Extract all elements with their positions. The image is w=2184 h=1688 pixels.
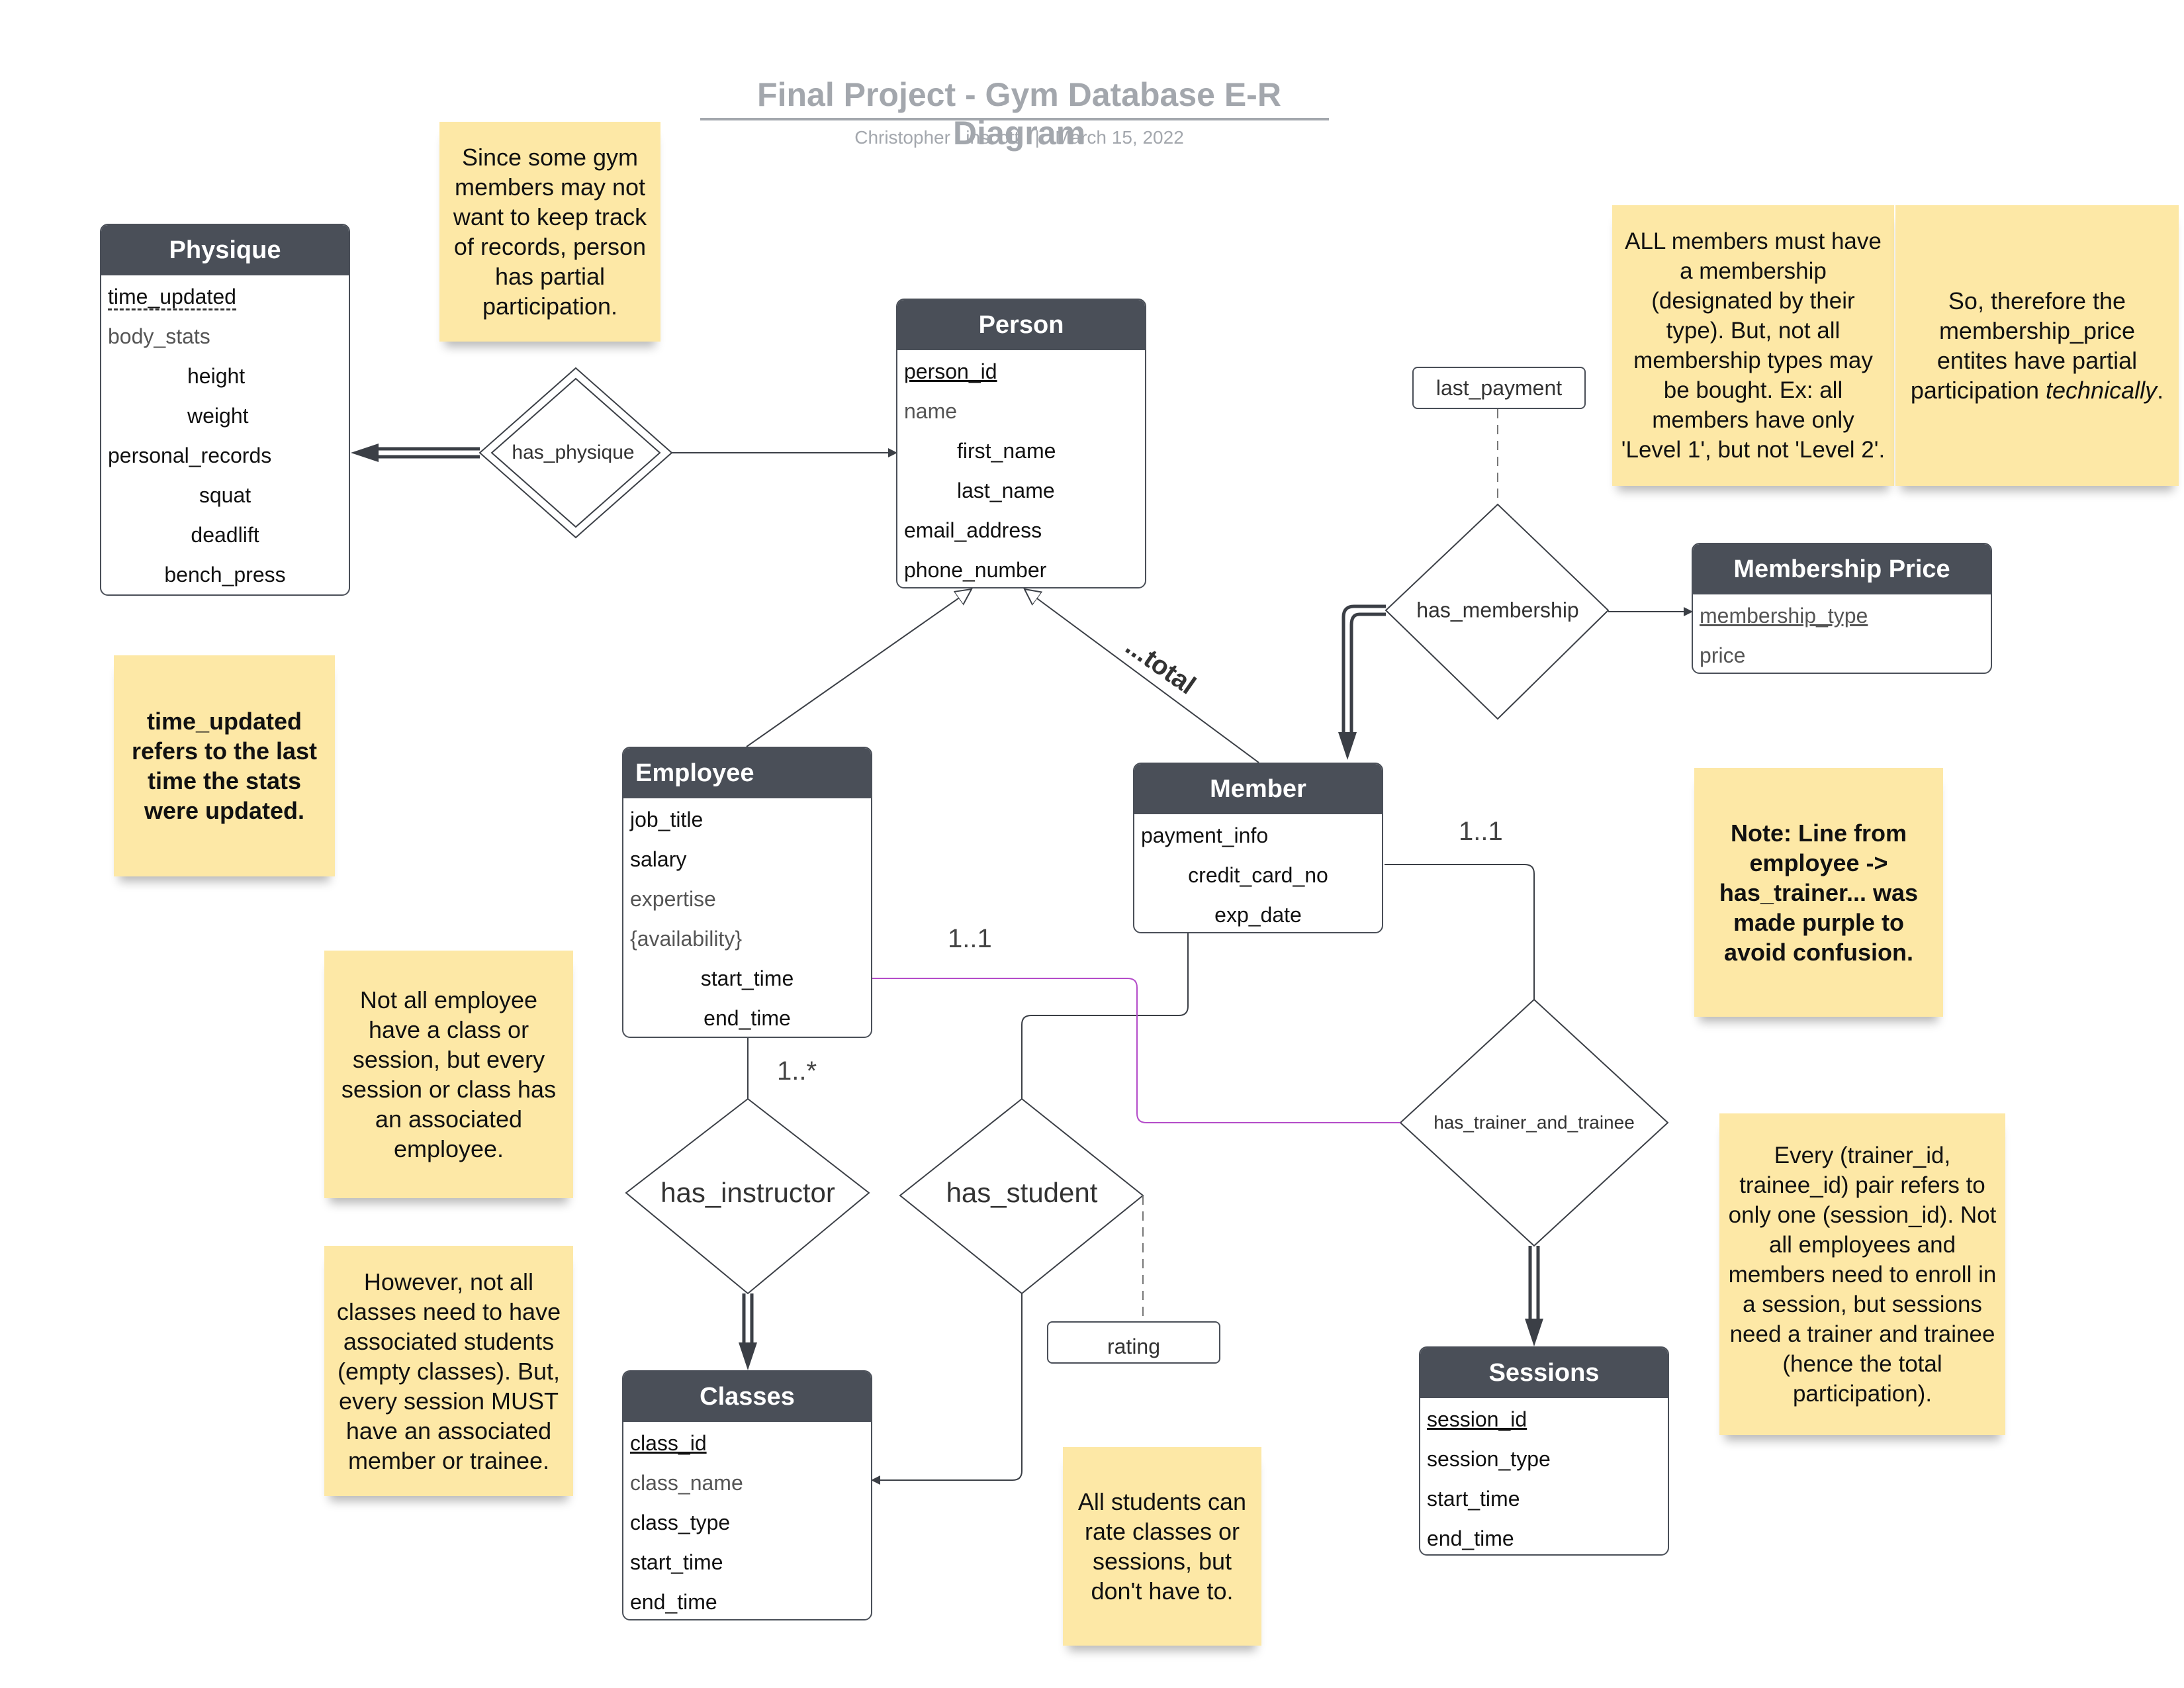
attr-session-type: session_type xyxy=(1427,1447,1551,1471)
has-physique-diamond[interactable] xyxy=(478,367,673,539)
edge-membership-member-double-1 xyxy=(1342,604,1386,735)
note-purple-line: Note: Line from employee -> has_trainer.… xyxy=(1694,768,1943,1017)
has-trainer-and-trainee-diamond[interactable] xyxy=(1399,998,1669,1247)
attr-salary: salary xyxy=(630,847,687,871)
note-partial-participation: Since some gym members may not want to k… xyxy=(439,122,660,342)
attr-availability: {availability} xyxy=(630,927,742,951)
rel-label-has-trainer-and-trainee: has_trainer_and_trainee xyxy=(1433,1112,1635,1133)
attr-class-name: class_name xyxy=(630,1471,743,1495)
entity-person-title: Person xyxy=(897,300,1145,350)
attr-membership-type: membership_type xyxy=(1700,604,1868,628)
rel-label-has-student: has_student xyxy=(946,1177,1098,1208)
rel-attr-rating: rating xyxy=(1047,1321,1220,1364)
attr-name: name xyxy=(904,399,958,423)
entity-classes[interactable]: Classes class_id class_name class_type s… xyxy=(622,1370,872,1620)
edge-trainer-sessions-arrowhead xyxy=(1525,1319,1543,1346)
edge-member-student xyxy=(1021,932,1189,1099)
attr-exp-date: exp_date xyxy=(1214,903,1302,927)
note-students: However, not all classes need to have as… xyxy=(324,1246,573,1496)
rel-label-has-physique: has_physique xyxy=(512,442,635,463)
rel-label-has-instructor: has_instructor xyxy=(660,1177,835,1208)
entity-membership-price[interactable]: Membership Price membership_type price xyxy=(1692,543,1992,674)
rel-label-has-membership: has_membership xyxy=(1416,598,1579,622)
attr-class-start-time: start_time xyxy=(630,1550,723,1574)
entity-sessions-title: Sessions xyxy=(1420,1348,1668,1398)
edge-employee-isa-person xyxy=(746,589,972,747)
edge-membership-member-arrowhead xyxy=(1338,732,1357,760)
attr-class-type: class_type xyxy=(630,1511,731,1534)
entity-physique[interactable]: Physique time_updated body_stats height … xyxy=(100,224,350,596)
attr-session-id: session_id xyxy=(1427,1407,1527,1431)
attr-person-id: person_id xyxy=(904,359,997,383)
edge-membership-member-double-2 xyxy=(1349,612,1386,735)
edge-student-classes xyxy=(871,1293,1023,1485)
edge-member-isa-person xyxy=(1024,589,1259,763)
attr-credit-card-no: credit_card_no xyxy=(1188,863,1328,887)
entity-physique-title: Physique xyxy=(101,225,349,275)
entity-person[interactable]: Person person_id name first_name last_na… xyxy=(896,299,1146,588)
attr-expertise: expertise xyxy=(630,887,716,911)
edge-member-trainer xyxy=(1385,864,1535,1000)
attr-deadlift: deadlift xyxy=(191,523,259,547)
entity-employee[interactable]: Employee job_title salary expertise {ava… xyxy=(622,747,872,1038)
attr-body-stats: body_stats xyxy=(108,324,210,348)
attr-price: price xyxy=(1700,643,1746,667)
edge-employee-trainer-purple xyxy=(872,978,1400,1123)
attr-payment-info: payment_info xyxy=(1141,823,1269,847)
has-membership-diamond[interactable] xyxy=(1385,503,1610,720)
subtitle-separator: | xyxy=(1034,127,1040,148)
note-membership: ALL members must have a membership (desi… xyxy=(1612,205,1894,486)
attr-class-id: class_id xyxy=(630,1431,707,1455)
attr-bench-press: bench_press xyxy=(164,563,286,586)
attr-time-updated: time_updated xyxy=(101,277,349,316)
card-employee-trainer: 1..1 xyxy=(948,924,992,953)
card-employee-instructor: 1..* xyxy=(777,1056,817,1086)
attr-first-name: first_name xyxy=(957,439,1056,463)
note-time-updated: time_updated refers to the last time the… xyxy=(114,655,335,876)
note-trainer-pair: Every (trainer_id, trainee_id) pair refe… xyxy=(1719,1113,2005,1435)
diagram-subtitle: Christopher Linscott | March 15, 2022 xyxy=(688,127,1350,148)
date: March 15, 2022 xyxy=(1055,127,1184,148)
edge-physique-arrowhead xyxy=(351,444,379,462)
attr-weight: weight xyxy=(187,404,249,428)
entity-member-title: Member xyxy=(1134,764,1382,814)
entity-employee-title: Employee xyxy=(623,748,871,798)
attr-squat: squat xyxy=(199,483,251,507)
diagram-title: Final Project - Gym Database E-R Diagram xyxy=(757,76,1281,152)
entity-classes-title: Classes xyxy=(623,1372,871,1422)
attr-personal-records: personal_records xyxy=(108,444,272,467)
note-employee-class: Not all employee have a class or session… xyxy=(324,951,573,1198)
attr-end-time: end_time xyxy=(704,1006,791,1030)
attr-phone-number: phone_number xyxy=(904,558,1047,582)
attr-height: height xyxy=(187,364,246,388)
note-rating: All students can rate classes or session… xyxy=(1063,1447,1261,1646)
title-underline xyxy=(700,118,1329,120)
entity-sessions[interactable]: Sessions session_id session_type start_t… xyxy=(1419,1346,1669,1556)
attr-session-end-time: end_time xyxy=(1427,1526,1514,1550)
attr-start-time: start_time xyxy=(700,966,794,990)
entity-membership-price-title: Membership Price xyxy=(1693,544,1991,594)
attr-session-start-time: start_time xyxy=(1427,1487,1520,1511)
edge-instructor-classes-arrowhead xyxy=(739,1342,757,1370)
has-instructor-diamond[interactable] xyxy=(625,1098,870,1295)
attr-email-address: email_address xyxy=(904,518,1042,542)
rel-attr-last-payment: last_payment xyxy=(1412,367,1586,409)
attr-last-name: last_name xyxy=(957,479,1055,502)
author: Christopher Linscott xyxy=(854,127,1020,148)
attr-class-end-time: end_time xyxy=(630,1590,717,1614)
card-member-trainer: 1..1 xyxy=(1459,817,1503,846)
note-therefore-text: So, therefore the membership_price entit… xyxy=(1910,287,2164,404)
attr-job-title: job_title xyxy=(630,808,704,831)
entity-member[interactable]: Member payment_info credit_card_no exp_d… xyxy=(1133,763,1383,933)
note-therefore: So, therefore the membership_price entit… xyxy=(1895,205,2179,486)
